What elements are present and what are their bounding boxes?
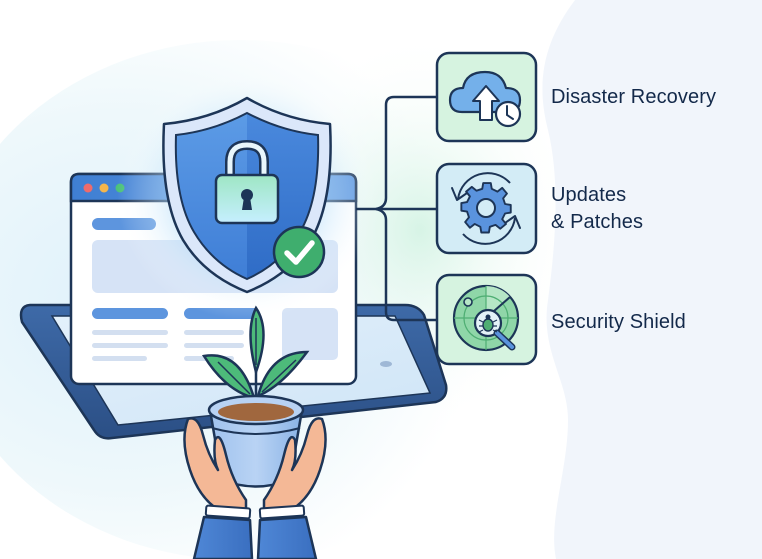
gear-refresh-icon (451, 172, 521, 245)
growth-plant-icon (201, 305, 310, 488)
feature-box-disaster-recovery (435, 51, 538, 143)
feature-box-security-shield (435, 273, 538, 366)
radar-bug-scan-icon (452, 284, 520, 352)
check-circle-icon (272, 225, 326, 279)
cloud-upload-clock-icon (448, 70, 522, 128)
feature-label-updates-patches: Updates & Patches (551, 184, 644, 233)
window-close-dot (83, 183, 93, 193)
feature-label-security-shield: Security Shield (551, 311, 686, 333)
window-minimize-dot (99, 183, 109, 193)
hands-holding-icon (183, 417, 327, 559)
connector-lines (356, 95, 437, 322)
feature-label-disaster-recovery: Disaster Recovery (551, 86, 717, 108)
feature-box-updates-patches (435, 162, 538, 255)
